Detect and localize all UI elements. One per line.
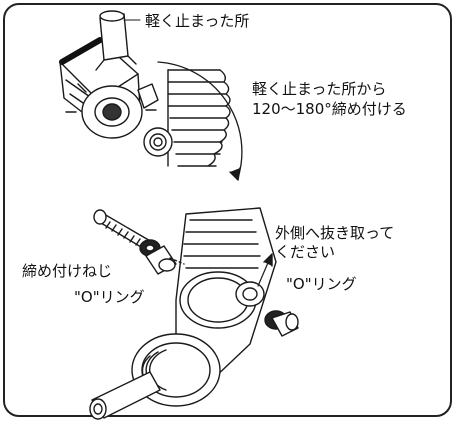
label-o-ring-left: "O"リング — [74, 288, 145, 306]
label-tighten-from-line1: 軽く止まった所から — [252, 80, 387, 98]
nipple-nut-top — [143, 127, 173, 157]
crankshaft — [89, 371, 161, 420]
diagram-frame — [3, 3, 452, 417]
label-tighten-lightly: 軽く止まった所 — [145, 12, 250, 30]
tightening-screw — [93, 209, 153, 251]
label-remove-outward-line2: ください — [275, 243, 336, 261]
engine-crankcase — [175, 207, 277, 381]
label-o-ring-right: "O"リング — [286, 275, 357, 293]
rotation-arc — [157, 61, 243, 179]
cylinder-fins — [167, 69, 231, 167]
label-remove-outward-line1: 外側へ抜き取って — [275, 224, 395, 242]
assembly-guide-dots — [169, 257, 185, 265]
nipple-bottom — [145, 245, 177, 275]
remove-direction-arrow-head — [263, 253, 273, 267]
rotation-arrow-head — [229, 167, 241, 181]
o-ring-right — [264, 310, 299, 337]
label-tightening-screw: 締め付けねじ — [22, 262, 113, 280]
label-tighten-from-line2: 120〜180°締め付ける — [252, 100, 407, 118]
throttle-arm — [137, 83, 159, 109]
carburetor-rotor — [65, 83, 157, 139]
carburetor-upper-tube — [95, 10, 137, 71]
